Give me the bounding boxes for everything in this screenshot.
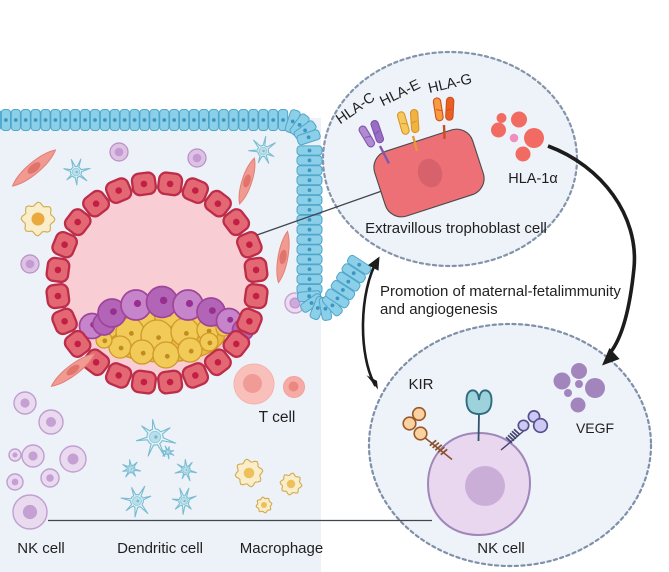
svg-text:Dendritic cell: Dendritic cell: [117, 540, 203, 557]
svg-text:Macrophage: Macrophage: [240, 540, 323, 557]
svg-text:and angiogenesis: and angiogenesis: [380, 301, 498, 318]
svg-text:NK cell: NK cell: [477, 540, 525, 557]
svg-text:NK cell: NK cell: [17, 540, 65, 557]
svg-text:Promotion of maternal-fetalimm: Promotion of maternal-fetalimmunity: [380, 283, 621, 300]
svg-text:T cell: T cell: [259, 409, 296, 426]
svg-text:VEGF: VEGF: [576, 420, 614, 436]
svg-text:KIR: KIR: [408, 376, 433, 393]
svg-text:HLA-1α: HLA-1α: [508, 171, 557, 187]
svg-text:Extravillous trophoblast cell: Extravillous trophoblast cell: [365, 220, 547, 237]
